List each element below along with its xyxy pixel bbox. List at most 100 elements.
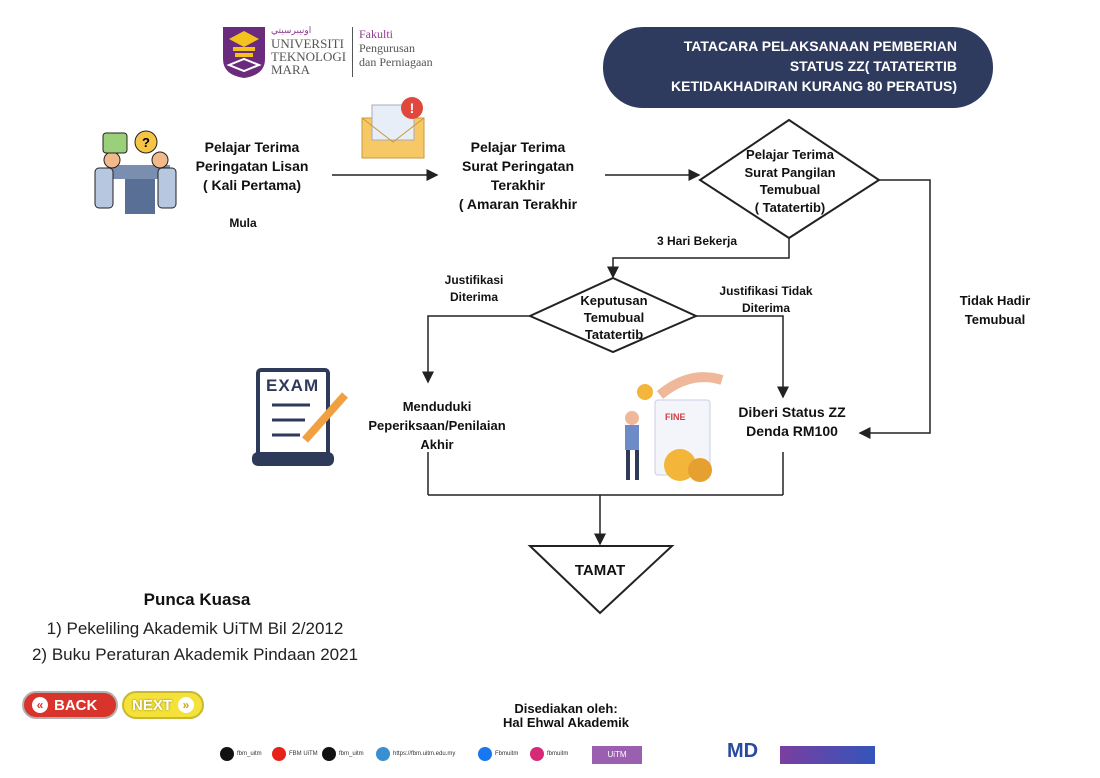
double-chevron-right-icon: » (178, 697, 194, 713)
end-triangle (527, 545, 675, 615)
outcome-exam-line: Akhir (420, 437, 454, 452)
end-label: TAMAT (574, 562, 626, 579)
step2-line: ( Amaran Terakhir (458, 196, 578, 212)
days-label: 3 Hari Bekerja (656, 234, 738, 248)
social-link[interactable]: Fbmuitm (478, 747, 518, 761)
social-label: FBM UiTM (289, 751, 318, 757)
prepared-by-line: Disediakan oleh: (514, 701, 618, 716)
social-label: fbm_uitm (339, 751, 364, 757)
double-chevron-left-icon: « (32, 697, 48, 713)
next-label: NEXT (132, 696, 173, 714)
decision2-line: Keputusan (580, 293, 648, 308)
title-line: TATACARA PELAKSANAAN PEMBERIAN (683, 38, 957, 54)
step1-line: Pelajar Terima (204, 139, 300, 155)
decision2-diamond (527, 276, 699, 354)
outcome-zz-text: Diberi Status ZZ Denda RM100 (738, 403, 845, 441)
decision2-line: Temubual (583, 310, 645, 325)
social-label: fbm_uitm (237, 751, 262, 757)
social-links: fbm_uitm FBM UiTM fbm_uitm https://fbm.uitm… (0, 747, 590, 763)
social-label: Fbmuitm (495, 751, 519, 757)
step2-line: Terakhir (490, 177, 546, 193)
absent-line: Tidak Hadir (959, 293, 1031, 308)
fbm-logo (780, 746, 875, 764)
tiktok-icon (322, 747, 336, 761)
accepted-line: Justifikasi (444, 273, 504, 287)
logo-jawi-script: اونيبرسيتي (271, 25, 312, 35)
social-label: https://fbm.uitm.edu.my (393, 751, 456, 757)
globe-icon (376, 747, 390, 761)
youtube-icon (272, 747, 286, 761)
decision1-line: Temubual (759, 182, 821, 197)
logo-university-line: UNIVERSITI (271, 36, 344, 51)
authority-heading: Punca Kuasa (143, 590, 251, 609)
absent-line: Temubual (964, 312, 1026, 327)
social-link[interactable]: fbm_uitm (322, 747, 364, 761)
fine-icon-text: FINE (665, 412, 686, 422)
rejected-line: Justifikasi Tidak (719, 284, 813, 298)
exam-paper-icon (252, 368, 348, 466)
fine-illustration-icon (625, 372, 724, 482)
logo-faculty-line: Pengurusan (359, 41, 415, 55)
arrow-rejected (696, 315, 789, 399)
outcome-zz-line: Denda RM100 (746, 423, 838, 439)
decision1-line: Pelajar Terima (746, 147, 834, 162)
instagram-icon (530, 747, 544, 761)
svg-text:?: ? (142, 135, 150, 150)
authority-list: 1) Pekeliling Akademik UiTM Bil 2/2012 2… (32, 616, 358, 668)
arrow-absent (858, 179, 931, 439)
x-icon (220, 747, 234, 761)
facebook-icon (478, 747, 492, 761)
step1-line: Peringatan Lisan (195, 158, 309, 174)
decision1-line: Surat Pangilan (744, 164, 836, 180)
uitm-logo: اونيبرسيتي UNIVERSITI TEKNOLOGI MARA Fak… (221, 25, 456, 81)
accepted-line: Diterima (449, 290, 499, 304)
authority-item: 1) Pekeliling Akademik UiTM Bil 2/2012 (46, 619, 344, 638)
logo-faculty-line: dan Perniagaan (359, 55, 433, 69)
warning-envelope-icon: ! (361, 97, 425, 159)
logo-university-line: TEKNOLOGI (271, 49, 347, 64)
step2-line: Surat Peringatan (461, 158, 575, 174)
rejected-line: Diterima (741, 301, 791, 315)
outcome-zz-line: Diberi Status ZZ (738, 404, 846, 420)
page-title: TATACARA PELAKSANAAN PEMBERIAN STATUS ZZ… (603, 27, 993, 108)
social-label: fbmuitm (547, 751, 569, 757)
authority-item: 2) Buku Peraturan Akademik Pindaan 2021 (31, 645, 359, 664)
arrow-accepted (422, 315, 530, 384)
logo-faculty-line: Fakulti (359, 27, 394, 41)
decision1-line: ( Tatatertib) (754, 199, 826, 215)
title-line: KETIDAKHADIRAN KURANG 80 PERATUS) (671, 78, 957, 94)
step1-line: ( Kali Pertama) (202, 177, 302, 193)
back-label: BACK (54, 696, 98, 714)
social-link[interactable]: https://fbm.uitm.edu.my (376, 747, 455, 761)
social-link[interactable]: FBM UiTM (272, 747, 318, 761)
back-button[interactable]: « BACK (22, 691, 118, 719)
logo-divider (352, 27, 353, 77)
next-button[interactable]: NEXT » (122, 691, 204, 719)
meeting-people-icon: ? (94, 130, 177, 214)
social-link[interactable]: fbmuitm (530, 747, 568, 761)
outcome-exam-line: Menduduki (402, 399, 472, 414)
start-label: Mula (229, 216, 257, 230)
md-logo: MD (727, 740, 759, 762)
prepared-by: Disediakan oleh:Hal Ehwal Akademik (503, 702, 629, 730)
prepared-unit-line: Hal Ehwal Akademik (503, 715, 629, 730)
title-line: STATUS ZZ( TATATERTIB (789, 58, 957, 74)
social-link[interactable]: fbm_uitm (220, 747, 262, 761)
logo-university-line: MARA (271, 62, 311, 77)
svg-text:!: ! (410, 100, 415, 116)
step2-line: Pelajar Terima (470, 139, 566, 155)
arrow-days (607, 238, 790, 279)
uitm-badge-logo: UiTM (592, 746, 642, 764)
outcome-exam-line: Peperiksaan/Penilaian (368, 418, 506, 433)
decision2-line: Tatatertib (584, 327, 644, 342)
uitm-crest-icon (223, 27, 265, 78)
